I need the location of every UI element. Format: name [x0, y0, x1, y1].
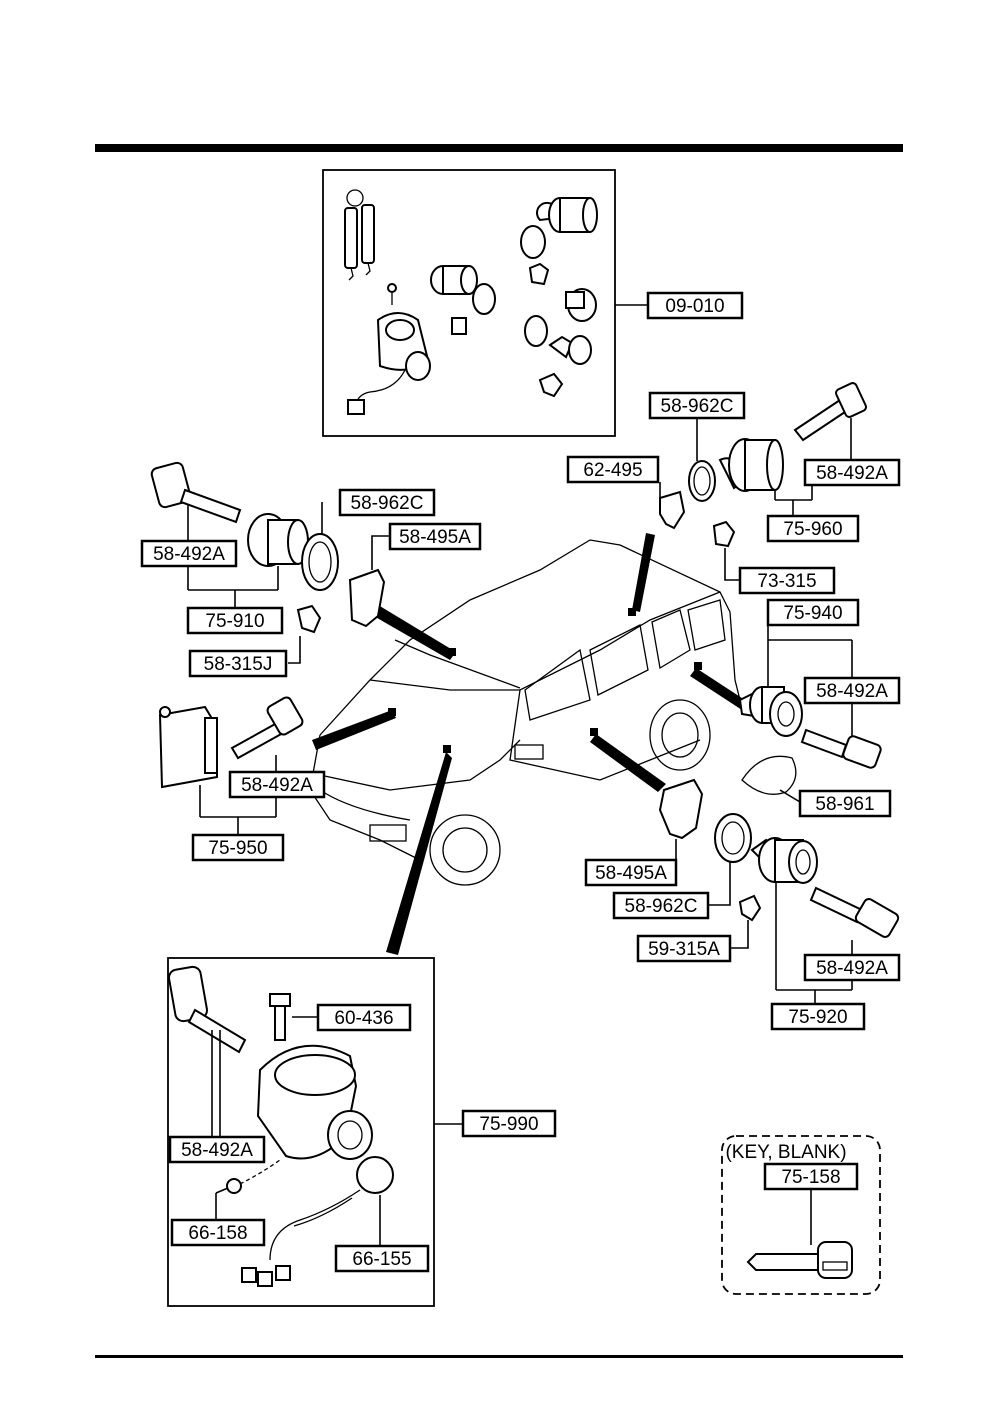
passenger-door-lock-group: [658, 778, 900, 1004]
label-key-ignition: 58-492A: [168, 1135, 266, 1164]
label-asm-75-920-text: 75-920: [788, 1007, 847, 1028]
label-key-right-door-text: 58-492A: [816, 958, 888, 979]
label-part-66-158: 66-158: [170, 1218, 266, 1247]
label-part-58-961: 58-961: [798, 789, 892, 818]
lock-set-kit: [322, 169, 648, 437]
label-clip-62-495: 62-495: [566, 455, 660, 484]
label-asm-75-960: 75-960: [766, 514, 860, 543]
label-ring-top-text: 58-962C: [661, 396, 734, 417]
label-clip-62-495-text: 62-495: [583, 460, 642, 481]
label-asm-75-950: 75-950: [191, 833, 285, 862]
label-clip-left-text: 58-495A: [399, 527, 471, 548]
label-part-58-315j: 58-315J: [188, 649, 288, 678]
label-key-left-text: 58-492A: [153, 544, 225, 565]
label-asm-75-940-text: 75-940: [783, 603, 842, 624]
key-blank-part-text: 75-158: [781, 1167, 840, 1188]
label-clip-right: 58-495A: [584, 858, 678, 887]
label-ring-right: 58-962C: [612, 891, 710, 920]
label-bolt-60-436: 60-436: [316, 1003, 412, 1032]
label-asm-75-990-text: 75-990: [479, 1114, 538, 1135]
label-asm-75-960-text: 75-960: [783, 519, 842, 540]
liftgate-lock-group: [659, 382, 867, 581]
label-asm-75-910-text: 75-910: [205, 611, 264, 632]
footer-rule: [95, 1355, 903, 1358]
label-key-left: 58-492A: [140, 539, 238, 568]
label-part-58-961-text: 58-961: [815, 794, 874, 815]
label-key-rear-right-text: 58-492A: [816, 681, 888, 702]
pointer-arrows: [312, 533, 748, 955]
label-key-top-right-text: 58-492A: [816, 463, 888, 484]
label-ring-top: 58-962C: [648, 391, 746, 420]
label-key-rear-right: 58-492A: [803, 676, 901, 705]
door-cylinder-mid-icon: [524, 288, 597, 347]
label-part-73-315-text: 73-315: [757, 571, 816, 592]
label-asm-75-940: 75-940: [766, 598, 860, 627]
label-bolt-60-436-text: 60-436: [334, 1008, 393, 1029]
label-key-ignition-text: 58-492A: [181, 1140, 253, 1161]
door-cylinder-top-icon: [520, 197, 598, 286]
key-blank-group: (KEY, BLANK) 75-158: [721, 1135, 881, 1295]
blank-key-icon: [746, 1241, 853, 1279]
label-key-right-door: 58-492A: [803, 953, 901, 982]
label-part-58-315j-text: 58-315J: [204, 654, 273, 675]
label-part-66-155: 66-155: [334, 1244, 430, 1273]
label-ring-left: 58-962C: [338, 488, 436, 517]
key-bunch-icon: [344, 189, 375, 281]
driver-door-lock-group: [150, 461, 392, 664]
key-blank-title: (KEY, BLANK): [725, 1142, 846, 1163]
label-clip-right-text: 58-495A: [595, 863, 667, 884]
label-asm-75-920: 75-920: [770, 1002, 866, 1031]
label-asm-75-910: 75-910: [186, 606, 284, 635]
label-ring-left-text: 58-962C: [351, 493, 424, 514]
ignition-cylinder-icon: [430, 265, 496, 335]
label-kit-09-010-text: 09-010: [665, 296, 724, 317]
label-key-top-right: 58-492A: [803, 458, 901, 487]
door-cylinder-low-icon: [538, 335, 592, 398]
label-part-73-315: 73-315: [738, 566, 836, 595]
label-key-glove: 58-492A: [228, 770, 326, 799]
glove-box-lock-group: [158, 696, 304, 835]
label-clip-left: 58-495A: [388, 522, 482, 551]
header-rule: [95, 144, 903, 152]
label-asm-75-990: 75-990: [461, 1109, 557, 1138]
vehicle-outline: [309, 539, 741, 886]
label-part-66-155-text: 66-155: [352, 1249, 411, 1270]
label-ring-right-text: 58-962C: [625, 896, 698, 917]
label-part-59-315a: 59-315A: [636, 934, 732, 963]
label-asm-75-950-text: 75-950: [208, 838, 267, 859]
ignition-switch-group: [167, 957, 463, 1307]
label-part-66-158-text: 66-158: [188, 1223, 247, 1244]
label-kit-09-010: 09-010: [646, 291, 744, 320]
rear-door-lock-group: [738, 625, 882, 803]
label-key-glove-text: 58-492A: [241, 775, 313, 796]
ignition-switch-icon: [347, 283, 431, 415]
label-part-59-315a-text: 59-315A: [648, 939, 720, 960]
